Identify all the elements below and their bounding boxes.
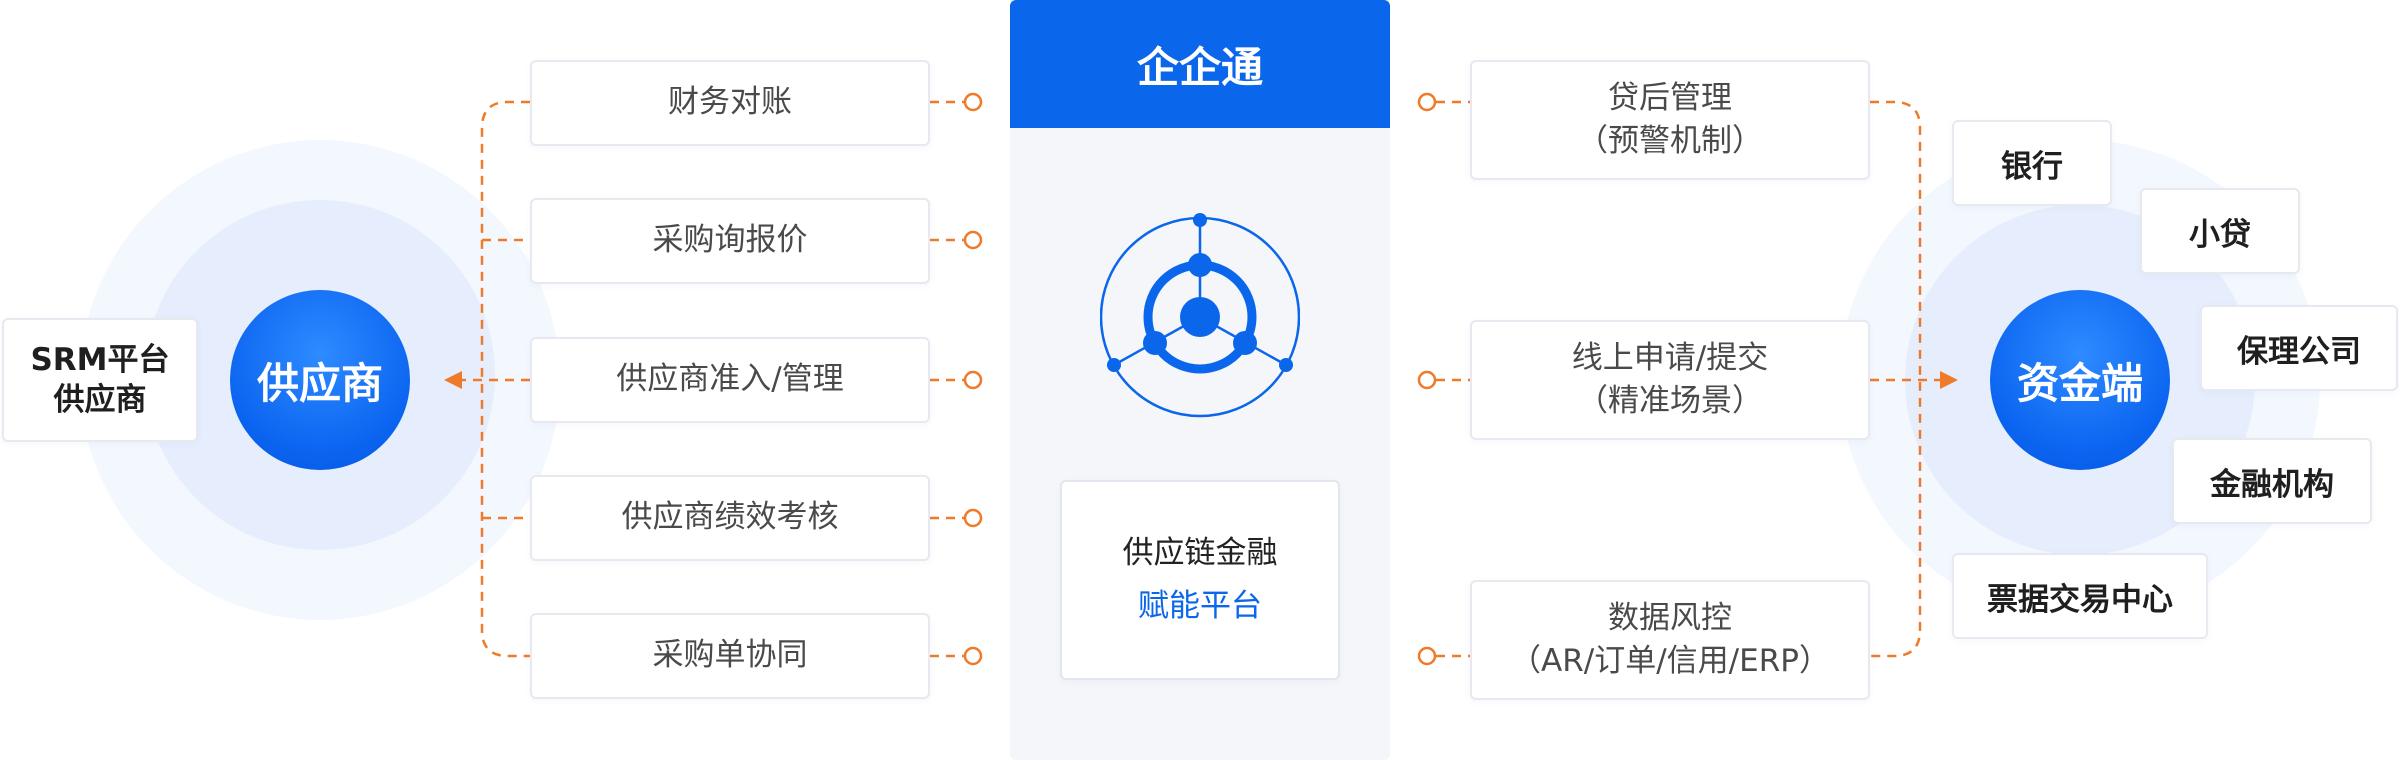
srm-label-line1: SRM平台 [30, 341, 170, 378]
right-feature-line2: （AR/订单/信用/ERP） [1510, 643, 1830, 679]
left-feature-card-1: 财务对账 [530, 60, 930, 146]
left-feature-card-4: 供应商绩效考核 [530, 475, 930, 561]
left-dot-1 [963, 92, 983, 112]
left-feature-label: 采购单协同 [652, 637, 808, 674]
srm-label-line2: 供应商 [53, 382, 147, 418]
platform-card: 供应链金融 赋能平台 [1060, 480, 1340, 680]
fund-side-node-label: 资金端 [2016, 358, 2143, 408]
supplier-node-label: 供应商 [256, 358, 383, 408]
institution-label: 小贷 [2189, 216, 2251, 253]
left-feature-card-3: 供应商准入/管理 [530, 337, 930, 423]
left-dot-3 [963, 370, 983, 390]
right-dot-3 [1417, 646, 1437, 666]
left-dot-5 [963, 646, 983, 666]
institution-card-microloan: 小贷 [2140, 188, 2300, 274]
left-feature-label: 财务对账 [668, 84, 792, 121]
center-title: 企企通 [1010, 0, 1390, 128]
right-dot-1 [1417, 92, 1437, 112]
right-bracket-line [1870, 100, 1922, 658]
institution-label: 保理公司 [2237, 333, 2361, 370]
left-arrow-head [444, 371, 462, 389]
right-feature-card-3: 数据风控 （AR/订单/信用/ERP） [1470, 580, 1870, 700]
right-arrow-head [1940, 371, 1958, 389]
institution-card-bank: 银行 [1952, 120, 2112, 206]
right-feature-line1: 线上申请/提交 [1571, 339, 1769, 376]
right-feature-line1: 数据风控 [1608, 599, 1732, 636]
institution-label: 银行 [2001, 148, 2063, 185]
right-feature-card-1: 贷后管理 （预警机制） [1470, 60, 1870, 180]
network-hub-icon [1100, 213, 1300, 418]
institution-label: 票据交易中心 [1987, 581, 2173, 618]
right-feature-line2: （精准场景） [1577, 383, 1763, 419]
right-feature-line1: 贷后管理 [1608, 79, 1732, 116]
right-dot-2 [1417, 370, 1437, 390]
platform-line2: 赋能平台 [1138, 588, 1262, 624]
platform-line1: 供应链金融 [1122, 535, 1278, 572]
fund-side-node: 资金端 [1990, 290, 2170, 470]
center-title-text: 企企通 [1136, 42, 1263, 92]
institution-label: 金融机构 [2210, 466, 2334, 503]
institution-card-financial: 金融机构 [2172, 438, 2372, 524]
institution-card-bill-exchange: 票据交易中心 [1952, 553, 2208, 639]
left-feature-label: 供应商准入/管理 [616, 361, 844, 398]
left-feature-card-5: 采购单协同 [530, 613, 930, 699]
right-feature-line2: （预警机制） [1577, 123, 1763, 159]
left-feature-label: 供应商绩效考核 [621, 499, 839, 536]
left-dot-4 [963, 508, 983, 528]
left-dot-2 [963, 230, 983, 250]
left-feature-label: 采购询报价 [652, 222, 808, 259]
left-bracket-line [480, 100, 530, 658]
srm-platform-card: SRM平台 供应商 [2, 318, 198, 442]
center-platform-column: 企企通 供应链金融 赋能平台 [1010, 0, 1390, 760]
left-feature-card-2: 采购询报价 [530, 198, 930, 284]
institution-card-factoring: 保理公司 [2200, 305, 2398, 391]
right-feature-card-2: 线上申请/提交 （精准场景） [1470, 320, 1870, 440]
supplier-node: 供应商 [230, 290, 410, 470]
